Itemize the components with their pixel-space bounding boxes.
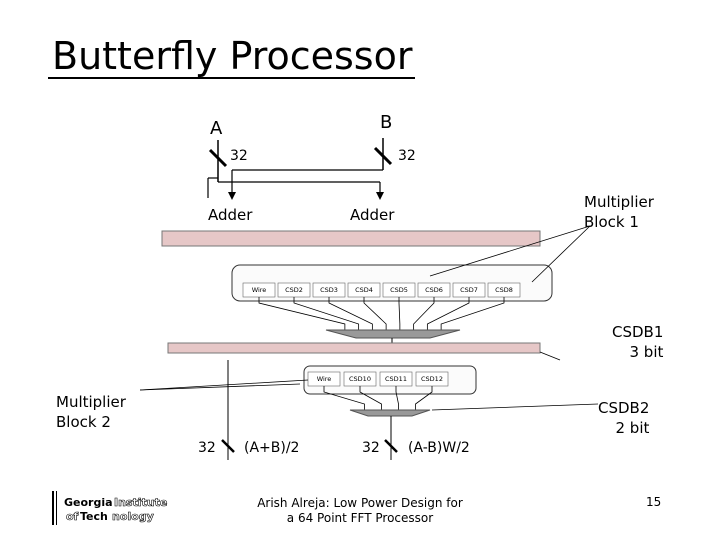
- slide-title: Butterfly Processor: [52, 34, 413, 78]
- multiplier-block-2-label: Multiplier Block 2: [56, 392, 126, 432]
- row1-wire: [363, 297, 387, 330]
- row2-cell-label: Wire: [317, 375, 332, 383]
- row1-cells: Wire CSD2 CSD3 CSD4 CSD5 CSD6 CSD7 CSD8: [242, 282, 521, 298]
- row2-wires: [323, 386, 433, 410]
- callout-line-2b: [139, 383, 301, 391]
- out-width-1: 32: [198, 440, 216, 456]
- callout-line-1b: [531, 225, 591, 283]
- row1-cell-label: CSD7: [460, 286, 478, 294]
- callout-line-csdb1: [539, 351, 561, 361]
- footer-line1: Arish Alreja: Low Power Design for: [257, 496, 463, 510]
- row2-cells: Wire CSD10 CSD11 CSD12: [307, 371, 449, 387]
- csdb2-mux: [349, 409, 431, 417]
- adder-1-label: Adder: [208, 206, 253, 224]
- page-number: 15: [646, 495, 662, 509]
- row1-wire: [328, 297, 373, 330]
- svg-text:nology: nology: [112, 510, 154, 523]
- row1-cell-label: CSD2: [285, 286, 303, 294]
- row1-wire: [413, 297, 435, 330]
- row2-cell-label: CSD12: [421, 375, 443, 383]
- mb1-line1: Multiplier: [584, 193, 654, 211]
- row2-wire: [395, 386, 399, 410]
- csdb2-line1: CSDB2: [598, 399, 650, 417]
- csdb1-label: CSDB1 3 bit: [612, 322, 663, 362]
- register-bar-2: [167, 342, 541, 354]
- row1-wire: [258, 297, 346, 330]
- csdb1-mux: [325, 329, 461, 339]
- callout-line-csdb2: [431, 403, 599, 411]
- row2-wire: [323, 386, 365, 410]
- row1-wire: [293, 297, 360, 330]
- svg-text:Georgia: Georgia: [64, 496, 113, 509]
- row1-cell-label: CSD3: [320, 286, 338, 294]
- title-underline: [48, 77, 415, 79]
- row2-wire: [415, 386, 433, 410]
- input-a-bus: [207, 140, 384, 200]
- mb1-line2: Block 1: [584, 213, 639, 231]
- out-label-1: (A+B)/2: [244, 440, 300, 456]
- mb2-line2: Block 2: [56, 413, 111, 431]
- register-bar-1: [161, 230, 541, 247]
- row2-wire: [359, 386, 382, 410]
- svg-text:Tech: Tech: [80, 510, 108, 523]
- input-a-label: A: [210, 118, 223, 139]
- row1-wire: [426, 297, 470, 330]
- csdb1-line1: CSDB1: [612, 323, 664, 341]
- callout-line-2a: [139, 379, 309, 391]
- svg-text:of: of: [66, 510, 79, 523]
- mb2-line1: Multiplier: [56, 393, 126, 411]
- bus-slash-b: [373, 146, 393, 166]
- row1-wire: [440, 297, 505, 330]
- csdb2-label: CSDB2 2 bit: [598, 398, 649, 438]
- row1-cell-label: Wire: [252, 286, 267, 294]
- callout-line-1a: [429, 225, 591, 277]
- row1-cell-label: CSD5: [390, 286, 408, 294]
- width-b-label: 32: [398, 148, 416, 164]
- width-a-label: 32: [230, 148, 248, 164]
- row1-wire: [398, 297, 401, 330]
- csdb2-line2: 2 bit: [615, 419, 650, 437]
- multiplier-block-1-label: Multiplier Block 1: [584, 192, 654, 232]
- row1-cell-label: CSD4: [355, 286, 373, 294]
- row1-cell-label: CSD8: [495, 286, 513, 294]
- out-label-2: (A-B)W/2: [408, 440, 470, 456]
- input-b-label: B: [380, 112, 393, 133]
- csdb1-line2: 3 bit: [629, 343, 664, 361]
- footer-line2: a 64 Point FFT Processor: [286, 511, 434, 525]
- row1-wires: [258, 297, 505, 330]
- output-bus-1: [221, 360, 235, 460]
- adder-2-label: Adder: [350, 206, 395, 224]
- row2-cell-label: CSD10: [349, 375, 371, 383]
- svg-text:Institute: Institute: [114, 496, 167, 509]
- footer-author: Arish Alreja: Low Power Design for a 64 …: [230, 496, 490, 526]
- row2-cell-label: CSD11: [385, 375, 407, 383]
- input-b-bus: [228, 138, 393, 200]
- out-width-2: 32: [362, 440, 380, 456]
- bus-slash-a: [208, 148, 228, 168]
- row1-cell-label: CSD6: [425, 286, 443, 294]
- georgia-tech-logo: Georgia Institute of Tech nology: [52, 491, 168, 525]
- output-bus-2: [384, 416, 398, 460]
